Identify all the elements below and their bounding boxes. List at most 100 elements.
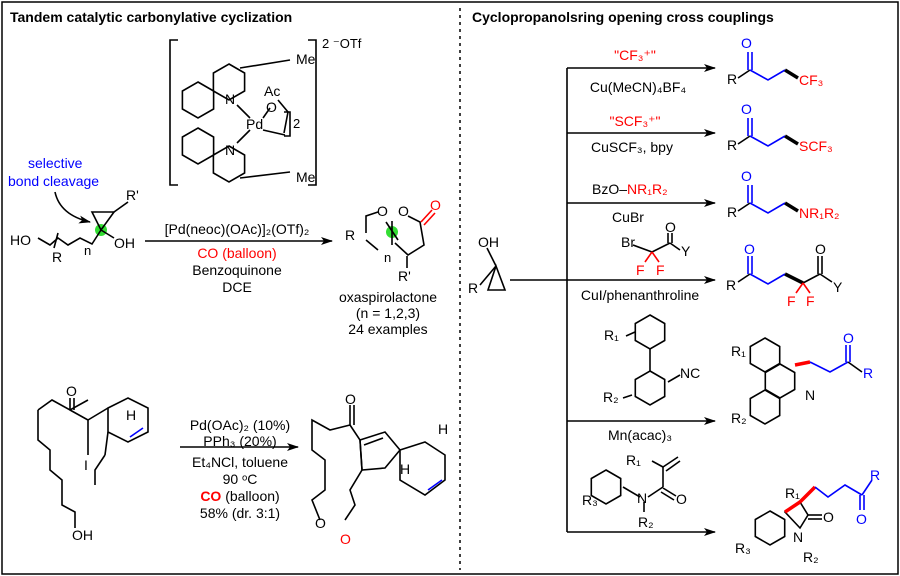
r-prime-label: R' [126,187,139,203]
bond [737,135,751,145]
nitrogen-label: N [637,490,647,506]
fluorine-label: F [787,293,796,309]
reagent-label: BzO–NR₁R₂ [592,181,668,197]
catalyst-label: [Pd(neoc)(OAc)]₂(OTf)₂ [165,221,310,237]
condition-ligand: PPh₃ (20%) [203,433,276,449]
product-group-label: SCF₃ [799,138,833,154]
bond [737,202,751,212]
r2-label: R₂ [603,389,619,405]
r3-label: R₃ [582,492,598,508]
cyclopropane-ring [90,211,116,232]
n-range: (n = 1,2,3) [356,305,420,321]
condition-additive: Et₄NCl, toluene [192,454,288,470]
product-oxygen-label: O [843,330,854,346]
product-group-label: NR₁R₂ [799,205,840,221]
wedge-bond [784,201,799,213]
condition-temperature: 90 ᵒC [223,471,258,487]
phenanthroline-ring [212,145,246,183]
oxaspirolactone-structure: R O O O n R' [345,197,441,284]
product-r-label: R [727,204,737,220]
acetyl-label: Ac [264,83,280,99]
isonitrile-label: NC [680,365,700,381]
product-r-label: R [863,365,873,381]
product-r-label: R [726,277,736,293]
branch-arrows [567,64,716,536]
cleavage-arrow [54,191,91,224]
nitrogen-label: N [805,387,815,403]
fluorine-label: F [656,262,665,278]
macrolactone-product-structure: O O H H O [311,391,448,547]
condition-catalyst: Pd(OAc)₂ (10%) [190,417,290,433]
bromine-label: Br [621,234,635,250]
chain-bond [749,69,786,81]
annotation-line2: bond cleavage [8,173,99,189]
chain-bond [749,202,786,214]
catalyst-label: CuBr [612,209,644,225]
r1-label: R₁ [626,452,641,468]
ketone-oxygen-label: O [66,383,77,399]
catalyst-structure: Me Me N N Pd Ac O 2 2 ⁻OTf [169,36,362,186]
r-group-label: R [52,249,62,265]
biaryl-isonitrile-structure: R₁ R₂ NC [603,314,700,406]
product-name: oxaspirolactone [339,289,437,305]
fluorine-label: F [636,262,645,278]
acrylamide-structure: R₁ N O R₂ R₃ [582,452,687,530]
oxindole-product-structure: R₁ N O R₂ R₃ O R [735,467,880,565]
iodine-label: I [84,457,88,473]
yield-label: 58% (dr. 3:1) [200,505,280,521]
oxygen-label: O [665,219,676,235]
r2-label: R₂ [803,549,819,565]
phenanthroline-ring [181,81,215,119]
hydrogen-label: H [438,421,448,437]
ketone-products [737,52,799,214]
phenanthridine-product-structure: R₁ R₂ N O R [731,330,873,426]
right-panel-title: Cyclopropanolsring opening cross couplin… [472,9,774,25]
methyl-label: Me [296,169,316,185]
r2-label: R₂ [731,410,747,426]
oxygen-label: O [398,203,409,219]
n-label: n [84,243,91,258]
aryl-ring [590,469,622,505]
r-group-label: R [345,227,355,243]
catalyst-label: CuI/phenanthroline [581,287,700,303]
catalyst-label: CuSCF₃, bpy [591,139,673,155]
product-r-label: R [727,137,737,153]
additive-label: Benzoquinone [192,262,282,278]
dimer-count: 2 [293,116,300,131]
chain-bond [749,135,786,147]
r1-label: R₁ [785,485,800,501]
product-oxygen-label: O [815,241,826,257]
wedge-bond [784,68,799,80]
product-y-label: Y [833,279,843,295]
difluoro-product-structure: R O O Y F F [726,241,843,309]
r2-label: R₂ [638,514,654,530]
phenyl-ring [634,314,666,350]
hydrogen-label: H [126,407,136,423]
reagent-label: "CF₃⁺" [614,47,656,63]
product-oxygen-label: O [741,35,752,51]
benzo-ring [754,510,786,546]
condition-co: CO (balloon) [200,488,279,504]
oxygen-label: O [676,491,687,507]
hydrogen-label: H [400,461,410,477]
examples-count: 24 examples [348,321,427,337]
bracket-right [308,39,317,186]
counterion-label: 2 ⁻OTf [322,36,362,51]
bromodifluoroacetate-structure: Br O Y F F [621,219,691,278]
fluorine-label: F [806,293,815,309]
solvent-label: DCE [222,279,252,295]
bracket-left [169,39,178,186]
hydroxyl-label: OH [478,234,499,250]
carbonyl-oxygen-label: O [430,197,441,213]
r-prime-label: R' [398,268,411,284]
hydroxyl-label: OH [114,235,135,251]
catalyst-label: Cu(MeCN)₄BF₄ [590,79,686,95]
bond [737,69,751,79]
wedge-bond [784,134,799,146]
nitrogen-label: N [225,142,235,158]
product-oxygen-label: O [856,511,867,527]
phenanthroline-ring [181,127,215,165]
